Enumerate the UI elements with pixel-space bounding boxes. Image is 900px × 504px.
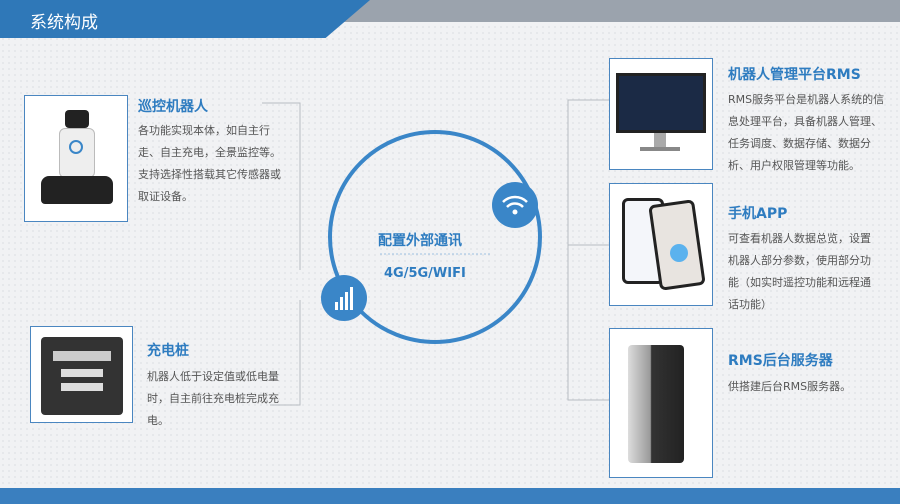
app-desc: 可查看机器人数据总览，设置机器人部分参数，使用部分功能（如实时遥控功能和远程通话…: [728, 232, 871, 311]
robot-desc: 各功能实现本体，如自主行走、自主充电，全景监控等。支持选择性搭载其它传感器或取证…: [138, 124, 281, 203]
mobile-app-image: [609, 183, 713, 306]
center-subtitle: 4G/5G/WIFI: [384, 266, 466, 281]
center-title: 配置外部通讯: [378, 233, 462, 249]
signal-node: [321, 275, 367, 321]
app-title: 手机APP: [728, 206, 788, 222]
server-image: [609, 328, 713, 478]
rms-platform-image: [609, 58, 713, 170]
wifi-node: [492, 182, 538, 228]
rms-title: 机器人管理平台RMS: [728, 67, 861, 83]
robot-image: [24, 95, 128, 222]
page-title: 系统构成: [30, 13, 98, 33]
charger-image: [30, 326, 133, 423]
header-bar: [0, 0, 370, 38]
comm-ring: [328, 130, 542, 344]
charger-title: 充电桩: [147, 343, 189, 359]
server-desc: 供搭建后台RMS服务器。: [728, 380, 852, 393]
robot-title: 巡控机器人: [138, 99, 208, 115]
footer-bar: [0, 488, 900, 504]
server-title: RMS后台服务器: [728, 353, 833, 369]
charger-desc: 机器人低于设定值或低电量时，自主前往充电桩完成充电。: [147, 370, 279, 427]
rms-desc: RMS服务平台是机器人系统的信息处理平台，具备机器人管理、任务调度、数据存储、数…: [728, 93, 885, 172]
